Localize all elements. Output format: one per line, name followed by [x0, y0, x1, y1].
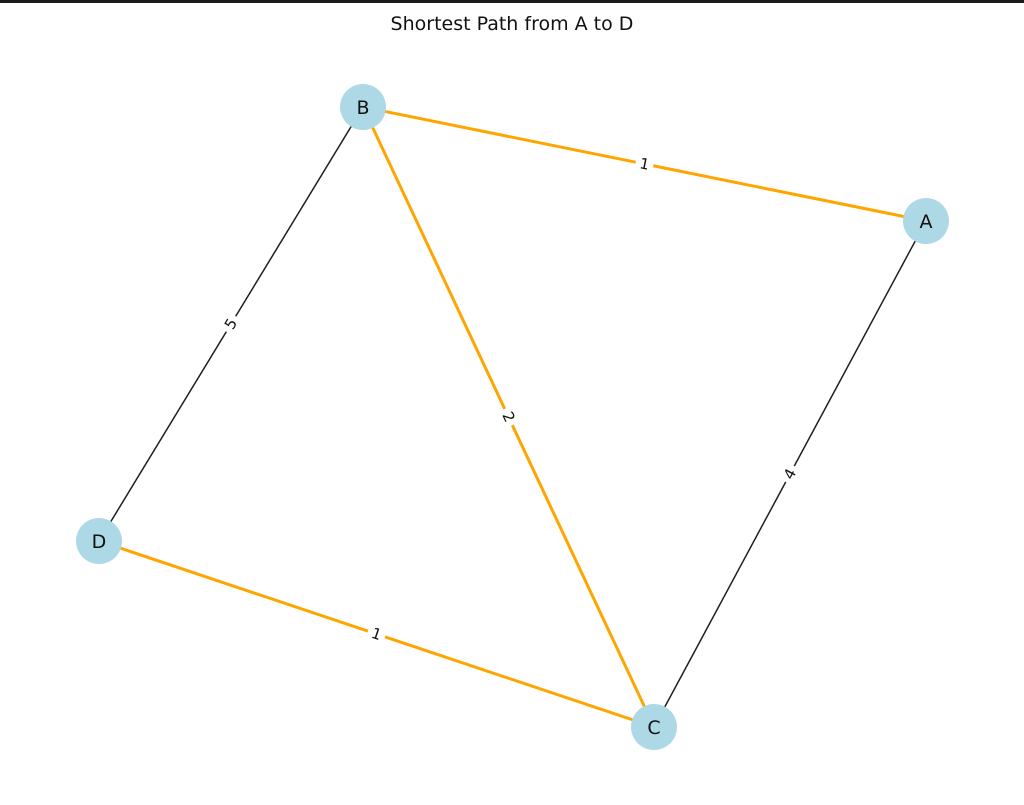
edge-label-B-D: 5: [217, 311, 245, 337]
node-circle: [76, 518, 122, 564]
nodes-layer: A B C D: [76, 84, 949, 750]
node-B: B: [340, 84, 386, 130]
diagram-title: Shortest Path from A to D: [390, 13, 634, 35]
edge-label-background: [364, 621, 389, 647]
node-A: A: [903, 198, 949, 244]
edge-label-background: [495, 404, 522, 430]
node-C: C: [631, 704, 677, 750]
node-circle: [903, 198, 949, 244]
node-label: D: [92, 531, 107, 553]
edge-weight: 1: [638, 154, 651, 174]
node-circle: [340, 84, 386, 130]
window-top-border: [0, 0, 1024, 3]
node-D: D: [76, 518, 122, 564]
node-label: C: [647, 717, 660, 739]
edge-label-background: [776, 461, 804, 487]
node-label: A: [920, 211, 933, 233]
node-label: B: [356, 97, 369, 119]
edge-label-background: [217, 311, 245, 337]
edge-label-D-C: 1: [364, 621, 389, 647]
edge-label-B-C: 2: [495, 404, 522, 430]
edge-label-background: [633, 152, 656, 176]
node-circle: [631, 704, 677, 750]
edge-labels-layer: 1 2 1 5 4: [217, 152, 804, 647]
edge-label-B-A: 1: [633, 152, 656, 176]
edge-label-A-C: 4: [776, 461, 804, 487]
